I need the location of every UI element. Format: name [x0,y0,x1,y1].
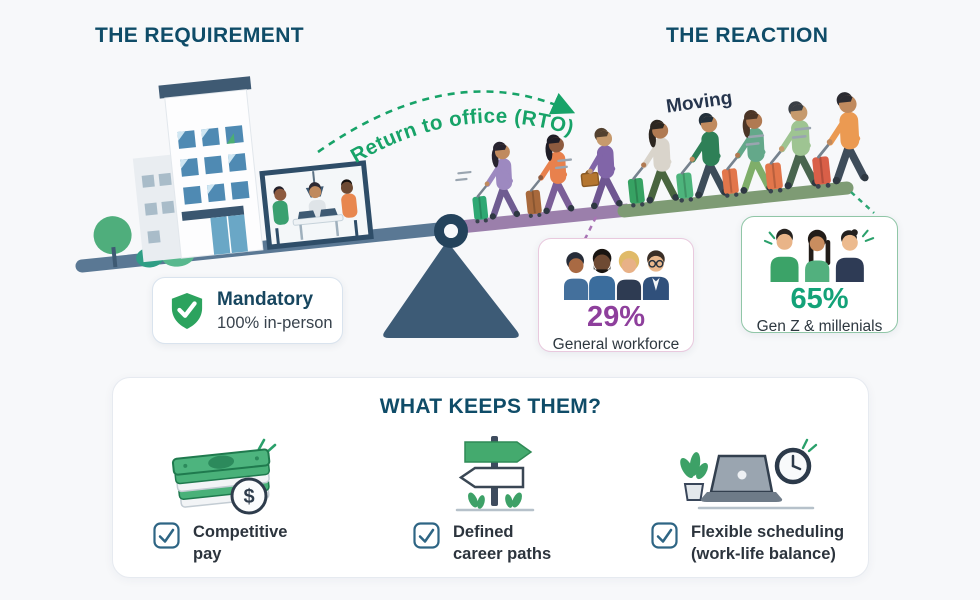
keep-item-flexible-scheduling: Flexible scheduling (work-life balance) [651,522,844,566]
laptop-clock-icon [680,438,818,510]
mandatory-subtitle: 100% in-person [217,313,333,332]
keep-item-competitive-pay: Competitive pay [153,522,287,566]
plant-leaves-icon [680,452,708,480]
shield-check-icon [171,292,203,329]
keep-label-line: Defined [453,523,514,541]
keep-label-line: pay [193,544,222,563]
walker-figure [791,92,869,189]
general-workforce-people-icon [564,248,669,300]
walker-figure [555,127,623,210]
walker-figure [721,109,774,198]
money-stack-icon: $ [171,438,277,515]
requirement-heading: THE REQUIREMENT [95,24,305,47]
checked-checkbox-icon[interactable] [153,522,180,549]
laptop-icon [319,208,338,217]
luggage-icon [525,189,542,215]
luggage-icon [765,162,783,190]
keep-label-line: (work-life balance) [691,544,836,563]
plant-leaves-icon [468,492,522,509]
keep-label-line: Flexible scheduling [691,523,845,541]
building-windows [177,125,250,205]
luggage-icon [627,178,645,204]
mandatory-title: Mandatory [217,288,314,310]
sparkle-icon [801,438,818,453]
seesaw-fulcrum [383,214,519,338]
luggage-icon [812,156,831,185]
briefcase-icon [580,171,600,188]
rto-dashed-arrow-icon [317,90,576,154]
walker-figure [525,134,575,218]
laptop-icon [297,210,316,220]
svg-text:Return to office (RTO): Return to office (RTO) [347,105,577,168]
building-awning [181,205,245,221]
walking-workers-group [455,92,869,224]
signpost-icon [455,436,535,512]
panel-title: WHAT KEEPS THEM? [379,395,602,418]
luggage-icon [676,172,694,199]
keep-label-line: Competitive [193,523,288,541]
luggage-icon [472,195,489,220]
genz-label: Gen Z & millenials [756,318,883,335]
meeting-room [259,160,374,250]
general-workforce-card: 29% General workforce [538,238,694,353]
connector-genz [850,191,875,214]
walker-figure [455,141,521,224]
office-building [93,76,374,268]
walker-figure [676,113,729,203]
keep-label-line: career paths [453,544,552,563]
genz-card: 65% Gen Z & millenials [741,216,898,335]
rto-arc-label: Return to office (RTO) [347,105,577,168]
dollar-symbol: $ [243,486,254,508]
general-workforce-label: General workforce [552,336,680,353]
genz-people-icon [763,228,874,282]
what-keeps-them-panel: WHAT KEEPS THEM? $ [112,377,869,578]
keep-item-career-paths: Defined career paths [413,522,551,566]
mandatory-card: Mandatory 100% in-person [152,277,343,344]
general-workforce-value: 29% [586,301,646,333]
sparkle-icon [763,229,874,245]
walker-figure [627,119,680,208]
luggage-icon [721,168,739,195]
checked-checkbox-icon[interactable] [651,522,678,549]
reaction-heading: THE REACTION [666,24,829,47]
moving-label: Moving [665,88,734,118]
checked-checkbox-icon[interactable] [413,522,440,549]
genz-value: 65% [790,283,849,315]
